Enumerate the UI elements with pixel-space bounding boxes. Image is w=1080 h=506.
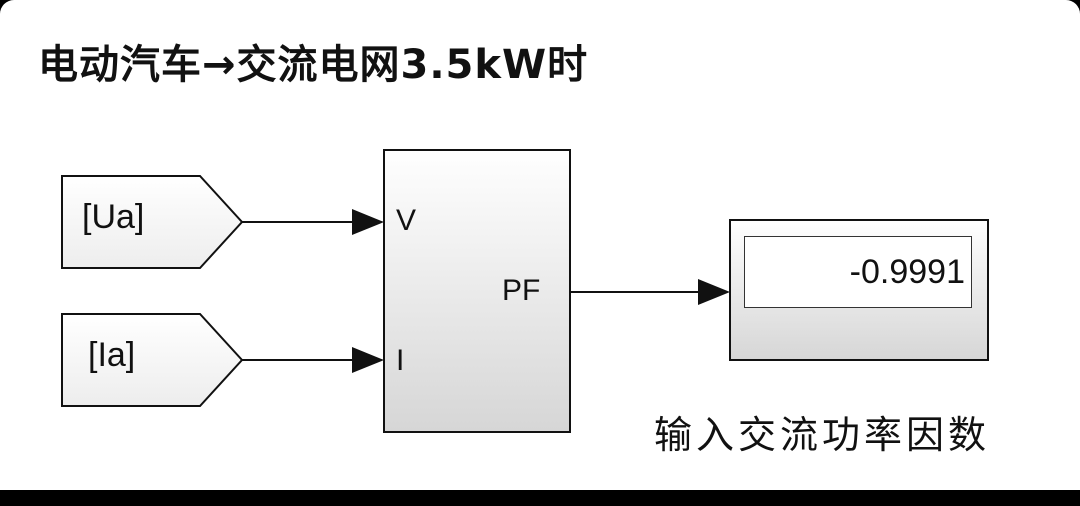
- port-label-i: I: [396, 344, 405, 377]
- from-block-ua[interactable]: [61, 175, 244, 269]
- from-block-ia[interactable]: [61, 313, 244, 407]
- power-factor-block[interactable]: [383, 149, 571, 433]
- port-label-v: V: [396, 204, 417, 237]
- display-caption: 输入交流功率因数: [654, 413, 991, 457]
- diagram-canvas: 电动汽车→交流电网3.5kW时 [Ua] [: [0, 0, 1080, 490]
- from-block-ia-label: [Ia]: [88, 336, 136, 374]
- display-value: -0.9991: [744, 236, 972, 308]
- port-label-pf: PF: [502, 274, 541, 307]
- diagram-title: 电动汽车→交流电网3.5kW时: [38, 42, 589, 88]
- arrowhead-v: [352, 209, 384, 235]
- from-block-ua-label: [Ua]: [82, 198, 145, 236]
- arrowhead-i: [352, 347, 384, 373]
- arrowhead-display: [698, 279, 730, 305]
